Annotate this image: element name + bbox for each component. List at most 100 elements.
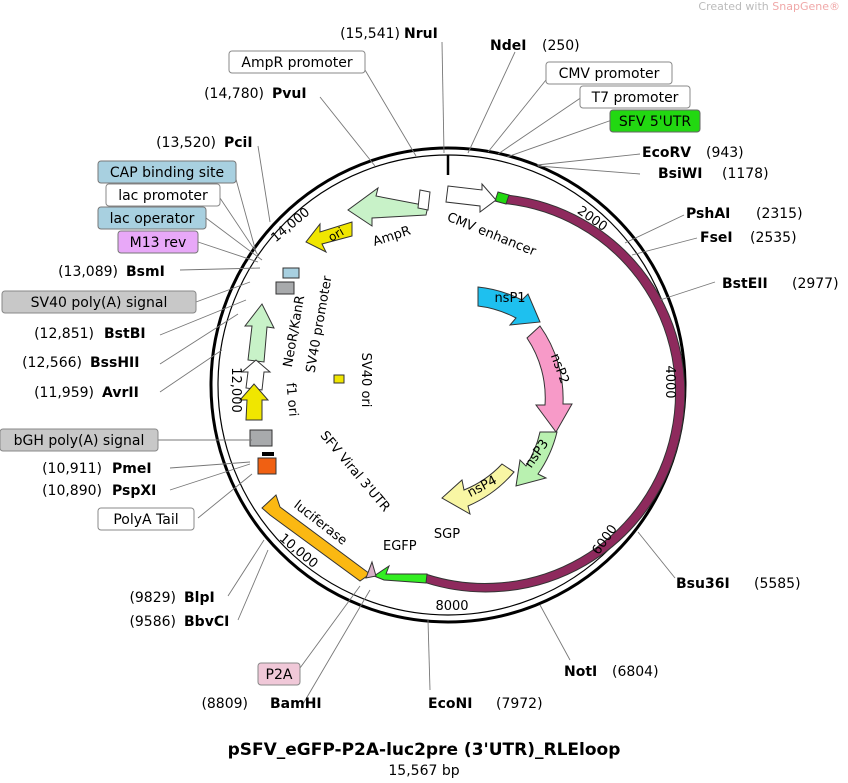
sv40-ori-feature[interactable]	[333, 374, 345, 384]
neo-kan-feature[interactable]	[243, 303, 275, 363]
site-noti-name[interactable]: NotI	[564, 664, 597, 680]
egfp-label: EGFP	[383, 539, 417, 554]
nsp1-4-label: nsP1-4	[620, 436, 646, 482]
plasmid-length: 15,567 bp	[388, 763, 460, 779]
sfv-5utr-feature[interactable]	[494, 191, 510, 205]
ampr-promoter-label[interactable]: AmpR promoter	[241, 55, 352, 71]
site-avrii-pos: (11,959)	[34, 385, 94, 401]
ori-feature[interactable]	[305, 221, 353, 254]
cmv-enhancer-feature[interactable]	[445, 182, 497, 213]
site-pmei-name[interactable]: PmeI	[112, 461, 152, 477]
site-bsshii-pos: (12,566)	[22, 355, 82, 371]
polya-tail-feature[interactable]	[257, 457, 277, 475]
t7-promoter-box	[579, 85, 691, 109]
bgh-polya-box	[0, 428, 159, 452]
site-fsei-pos: (2535)	[750, 230, 797, 246]
p2a-label[interactable]: P2A	[266, 667, 293, 683]
plasmid-title: pSFV_eGFP-P2A-luc2pre (3'UTR)_RLEloop	[227, 740, 621, 760]
site-pvui-name[interactable]: PvuI	[272, 86, 307, 102]
site-bsmi-name[interactable]: BsmI	[126, 264, 165, 280]
leader-lines	[158, 41, 716, 705]
site-bamhi-pos: (8809)	[201, 696, 248, 712]
polya-tail-box	[97, 507, 195, 531]
plasmid-map: nsP1-4 EGFP luciferase SV40 ori AmpR ori…	[0, 26, 839, 712]
site-pvui-pos: (14,780)	[204, 86, 264, 102]
lac-promoter-label[interactable]: lac promoter	[118, 188, 208, 204]
tick-8000: 8000	[435, 599, 468, 614]
ori-label: ori	[326, 225, 347, 245]
site-pspxi-name[interactable]: PspXI	[112, 483, 156, 499]
site-ecorv-name[interactable]: EcoRV	[642, 145, 691, 161]
site-econi-pos: (7972)	[496, 696, 543, 712]
tick-12000: 12,000	[228, 367, 243, 413]
nsp3-feature[interactable]	[515, 431, 558, 487]
site-pcii-name[interactable]: PciI	[224, 135, 253, 151]
site-blpi-name[interactable]: BlpI	[184, 590, 215, 606]
neo-kan-label: NeoR/KanR	[281, 294, 308, 368]
nsp4-feature[interactable]	[441, 463, 515, 516]
site-bsteii-pos: (2977)	[792, 276, 839, 292]
ampr-label: AmpR	[371, 224, 413, 250]
site-bsiwi-name[interactable]: BsiWI	[658, 166, 702, 182]
m13-rev-label[interactable]: M13 rev	[130, 235, 187, 251]
ampr-promoter-feature[interactable]	[417, 189, 431, 211]
site-bsmi-pos: (13,089)	[58, 264, 118, 280]
site-avrii-name[interactable]: AvrII	[102, 385, 139, 401]
site-ecorv-pos: (943)	[706, 145, 744, 161]
tick-14000: 14,000	[269, 205, 313, 246]
polya-tail-mark	[262, 452, 274, 456]
site-ndei-pos: (250)	[542, 38, 580, 54]
site-bsteii-name[interactable]: BstEII	[722, 276, 768, 292]
site-econi-name[interactable]: EcoNI	[428, 696, 472, 712]
polya-tail-label[interactable]: PolyA Tail	[113, 512, 178, 528]
t7-promoter-label[interactable]: T7 promoter	[591, 90, 679, 106]
nsp1-feature[interactable]	[477, 286, 541, 326]
site-bsu36i-name[interactable]: Bsu36I	[676, 576, 730, 592]
site-bbvci-name[interactable]: BbvCI	[184, 614, 229, 630]
cmv-promoter-box	[545, 61, 673, 85]
site-pcii-pos: (13,520)	[156, 135, 216, 151]
sgp-label: SGP	[434, 527, 460, 542]
lac-operator-label[interactable]: lac operator	[110, 211, 195, 227]
cmv-enhancer-label: CMV enhancer	[445, 210, 539, 260]
sfv-5utr-label[interactable]: SFV 5'UTR	[619, 114, 692, 130]
site-bsiwi-pos: (1178)	[722, 166, 769, 182]
luciferase-feature[interactable]	[261, 494, 371, 582]
bgh-polya-feature[interactable]	[249, 429, 273, 447]
site-pspxi-pos: (10,890)	[42, 483, 102, 499]
site-bstbi-name[interactable]: BstBI	[104, 326, 146, 342]
cmv-promoter-label[interactable]: CMV promoter	[559, 66, 660, 82]
site-bamhi-name[interactable]: BamHI	[270, 696, 322, 712]
lac-operator-box	[97, 206, 207, 230]
sv40-polya-label[interactable]: SV40 poly(A) signal	[31, 295, 168, 311]
sfv-5utr-box	[609, 109, 701, 133]
bgh-polya-label[interactable]: bGH poly(A) signal	[14, 433, 145, 449]
sv40-promoter-feature[interactable]	[240, 359, 272, 391]
p2a-feature[interactable]	[365, 560, 377, 579]
nsp2-feature[interactable]	[526, 325, 573, 433]
nsp1-label: nsP1	[494, 291, 525, 306]
site-bsu36i-pos: (5585)	[754, 576, 801, 592]
egfp-feature[interactable]	[372, 564, 428, 584]
lac-operator-feature[interactable]	[282, 267, 300, 279]
site-fsei-name[interactable]: FseI	[700, 230, 733, 246]
ampr-feature[interactable]	[347, 186, 429, 227]
site-nrui-pos: (15,541)	[340, 26, 400, 42]
p2a-box	[257, 662, 301, 686]
site-noti-pos: (6804)	[612, 664, 659, 680]
sv40-ori-label: SV40 ori	[358, 353, 373, 408]
site-bsshii-name[interactable]: BssHII	[90, 355, 139, 371]
lac-promoter-box	[105, 183, 221, 207]
cap-binding-site-label[interactable]: CAP binding site	[110, 165, 224, 181]
cap-binding-site-box	[97, 160, 237, 184]
sv40-polya-feature[interactable]	[275, 281, 295, 295]
site-pshai-name[interactable]: PshAI	[686, 206, 730, 222]
f1-ori-feature[interactable]	[238, 383, 270, 421]
ampr-promoter-box	[228, 50, 366, 74]
site-bbvci-pos: (9586)	[129, 614, 176, 630]
sv40-promoter-label: SV40 promoter	[304, 274, 336, 374]
m13-rev-box	[117, 230, 199, 254]
site-ndei-name[interactable]: NdeI	[490, 38, 526, 54]
site-pshai-pos: (2315)	[756, 206, 803, 222]
site-nrui-name[interactable]: NruI	[404, 26, 438, 42]
